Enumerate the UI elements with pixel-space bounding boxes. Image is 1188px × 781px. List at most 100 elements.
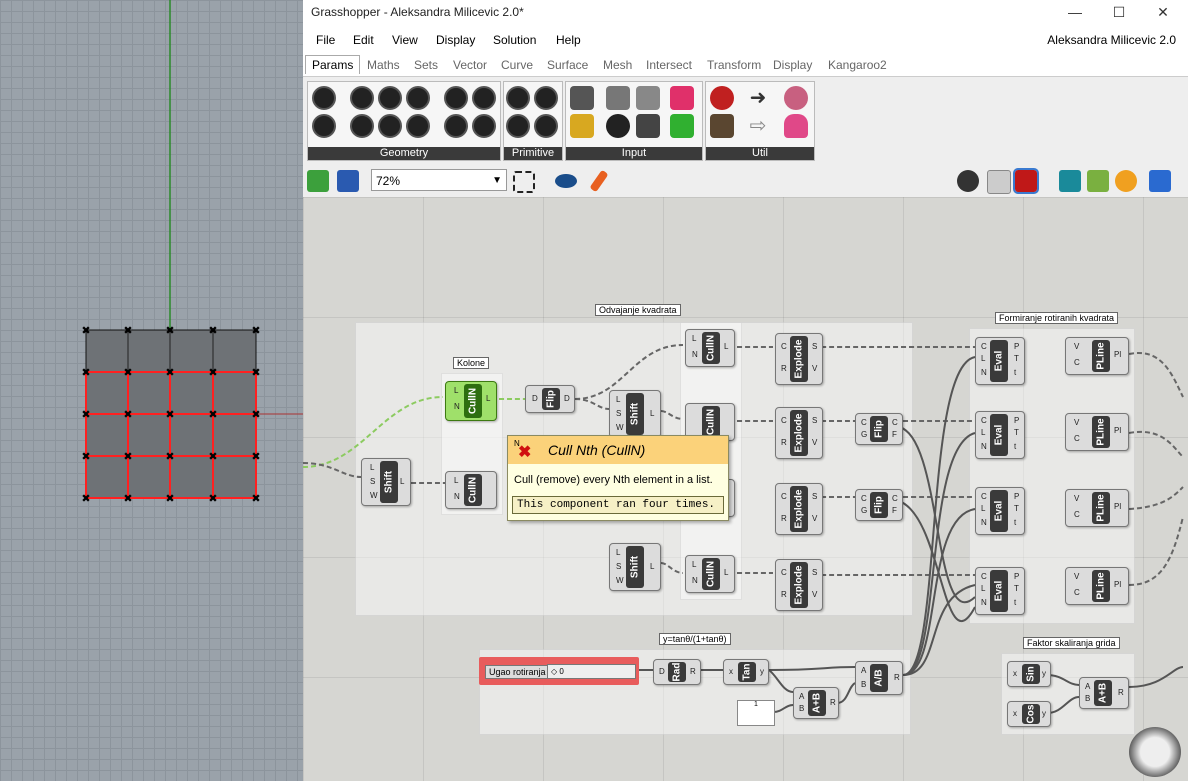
tree-icon[interactable]: [710, 114, 734, 138]
graph-mapper-icon[interactable]: [570, 114, 594, 138]
tab-display[interactable]: Display: [773, 58, 813, 72]
box-param-icon[interactable]: [406, 86, 430, 110]
solid-shape-icon[interactable]: [1149, 170, 1171, 192]
tab-kangaroo2[interactable]: Kangaroo2: [828, 58, 887, 72]
md-slider-icon[interactable]: [670, 114, 694, 138]
slider-track[interactable]: ◇ 0: [547, 664, 636, 679]
point-param-icon[interactable]: [312, 86, 336, 110]
mesh-param-icon[interactable]: [472, 86, 496, 110]
boolean-param-icon[interactable]: [506, 86, 530, 110]
radians-component[interactable]: D Rad R: [653, 659, 701, 685]
ribbon-label-input[interactable]: Input: [566, 147, 702, 160]
colour-swatch-icon[interactable]: [606, 114, 630, 138]
ribbon-label-geometry[interactable]: Geometry: [308, 147, 500, 160]
wireframe-preview-icon[interactable]: [987, 170, 1011, 194]
tab-surface[interactable]: Surface: [547, 58, 589, 72]
curve-param-icon[interactable]: [378, 114, 402, 138]
preview-selected-icon[interactable]: [1087, 170, 1109, 192]
navigation-widget[interactable]: [1129, 727, 1181, 777]
panel[interactable]: 1: [737, 700, 775, 726]
tab-curve[interactable]: Curve: [501, 58, 534, 72]
menu-help[interactable]: Help: [556, 33, 581, 47]
tab-mesh[interactable]: Mesh: [603, 58, 633, 72]
menu-view[interactable]: View: [392, 33, 418, 47]
zoom-select[interactable]: 72%▼: [371, 169, 507, 191]
ribbon-label-util[interactable]: Util: [706, 147, 814, 160]
menu-file[interactable]: File: [316, 33, 336, 47]
arc-param-icon[interactable]: [378, 86, 402, 110]
integer-param-icon[interactable]: [534, 86, 558, 110]
flask-icon[interactable]: [784, 114, 808, 138]
open-file-icon[interactable]: [307, 170, 329, 192]
grasshopper-canvas[interactable]: Odvajanje kvadrata Kolone Formiranje rot…: [303, 197, 1188, 781]
preview-eye-icon[interactable]: [555, 174, 577, 188]
preview-off-icon[interactable]: [957, 170, 979, 192]
tab-sets[interactable]: Sets: [414, 58, 439, 72]
field-param-icon[interactable]: [444, 114, 468, 138]
minimize-button[interactable]: —: [1068, 4, 1082, 20]
import-icon[interactable]: [570, 86, 594, 110]
menu-display[interactable]: Display: [436, 33, 476, 47]
maximize-button[interactable]: ☐: [1112, 4, 1126, 20]
zoom-extents-icon[interactable]: [513, 171, 535, 193]
save-file-icon[interactable]: [337, 170, 359, 192]
gradient-icon[interactable]: [670, 86, 694, 110]
vector-param-icon[interactable]: [312, 114, 336, 138]
boolean-toggle-icon[interactable]: [606, 86, 630, 110]
relay-arrow-icon[interactable]: ➜: [749, 87, 767, 109]
brep-param-icon[interactable]: [444, 86, 468, 110]
menu-solution[interactable]: Solution: [493, 33, 537, 47]
tangent-component[interactable]: x Tan y: [723, 659, 769, 685]
culln-component-b[interactable]: CullN: [685, 403, 735, 441]
jump-arrow-icon[interactable]: ⇨: [749, 115, 767, 137]
circle-param-icon[interactable]: [350, 86, 374, 110]
button-icon[interactable]: [636, 86, 660, 110]
tab-vector[interactable]: Vector: [453, 58, 488, 72]
tab-intersect[interactable]: Intersect: [646, 58, 693, 72]
sketch-pen-icon[interactable]: [589, 169, 609, 193]
flip-component[interactable]: D Flip D: [525, 385, 575, 413]
number-slider[interactable]: Ugao rotiranja ◇ 0: [479, 657, 639, 685]
shaded-preview-icon[interactable]: [1013, 168, 1039, 194]
close-button[interactable]: ✕: [1157, 4, 1169, 20]
line-param-icon[interactable]: [350, 114, 374, 138]
cosine-component[interactable]: x Cos y: [1007, 701, 1051, 727]
tab-maths[interactable]: Maths: [367, 58, 400, 72]
preview-mesh-icon[interactable]: [1059, 170, 1081, 192]
geometry-param-icon[interactable]: [472, 114, 496, 138]
number-param-icon[interactable]: [506, 114, 530, 138]
tab-params[interactable]: Params: [305, 55, 361, 74]
data-dam-icon[interactable]: [784, 86, 808, 110]
value-list-icon[interactable]: [636, 114, 660, 138]
menu-edit[interactable]: Edit: [353, 33, 374, 47]
cherry-picker-icon[interactable]: [710, 86, 734, 110]
display-sphere-icon[interactable]: [1115, 170, 1137, 192]
rhino-viewport[interactable]: ✖✖✖✖✖ ✖✖✖✖✖ ✖✖✖✖✖ ✖✖✖✖✖ ✖✖✖✖✖: [0, 0, 303, 781]
sine-component[interactable]: x Sin y: [1007, 661, 1051, 687]
ribbon-label-primitive[interactable]: Primitive: [504, 147, 562, 160]
